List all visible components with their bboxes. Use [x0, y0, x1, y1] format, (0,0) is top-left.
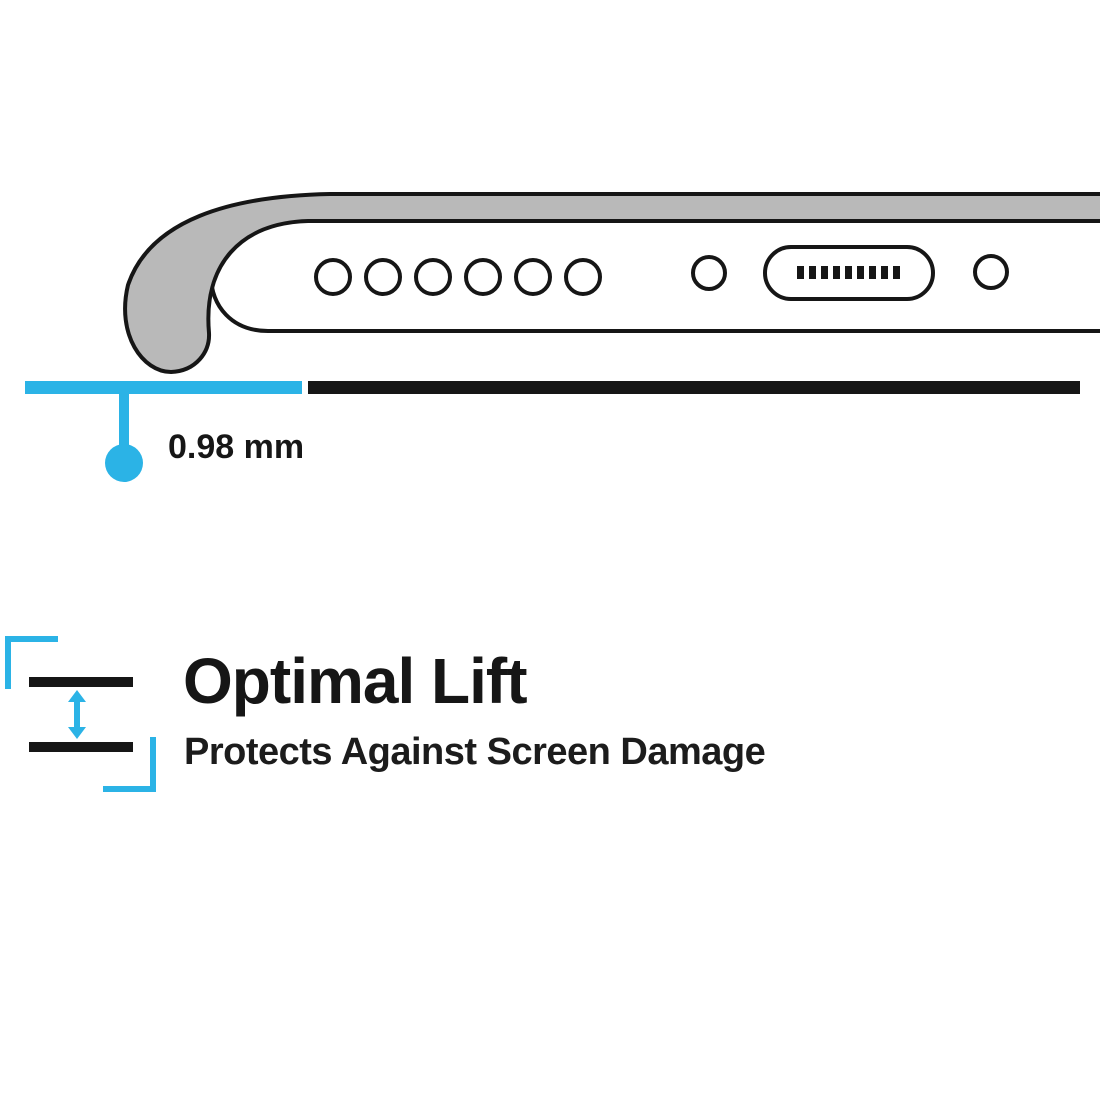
measurement-dot	[105, 444, 143, 482]
gap-top-bar	[29, 677, 133, 687]
lift-spacing-icon	[5, 636, 156, 792]
charging-port-icon	[763, 245, 935, 301]
measurement-leader-line	[119, 393, 129, 446]
screw-hole-left-icon	[691, 255, 727, 291]
speaker-hole	[464, 258, 502, 296]
speaker-hole	[564, 258, 602, 296]
gap-bottom-bar	[29, 742, 133, 752]
screw-hole-right-icon	[973, 254, 1009, 290]
charging-port-pins	[797, 266, 900, 279]
lift-gap-highlight-line	[25, 381, 302, 394]
speaker-hole	[414, 258, 452, 296]
surface-baseline	[308, 381, 1080, 394]
speaker-hole	[514, 258, 552, 296]
speaker-hole	[364, 258, 402, 296]
case-outline	[123, 192, 1100, 374]
lift-measurement-label: 0.98 mm	[168, 428, 305, 466]
vertical-arrows-icon	[68, 690, 86, 739]
corner-bracket-bottom-right-icon	[103, 737, 156, 792]
speaker-hole	[314, 258, 352, 296]
corner-bracket-top-left-icon	[5, 636, 58, 689]
feature-subtitle: Protects Against Screen Damage	[184, 731, 766, 773]
speaker-holes-icon	[314, 258, 602, 296]
feature-title: Optimal Lift	[183, 645, 528, 717]
case-lip	[123, 192, 1100, 374]
